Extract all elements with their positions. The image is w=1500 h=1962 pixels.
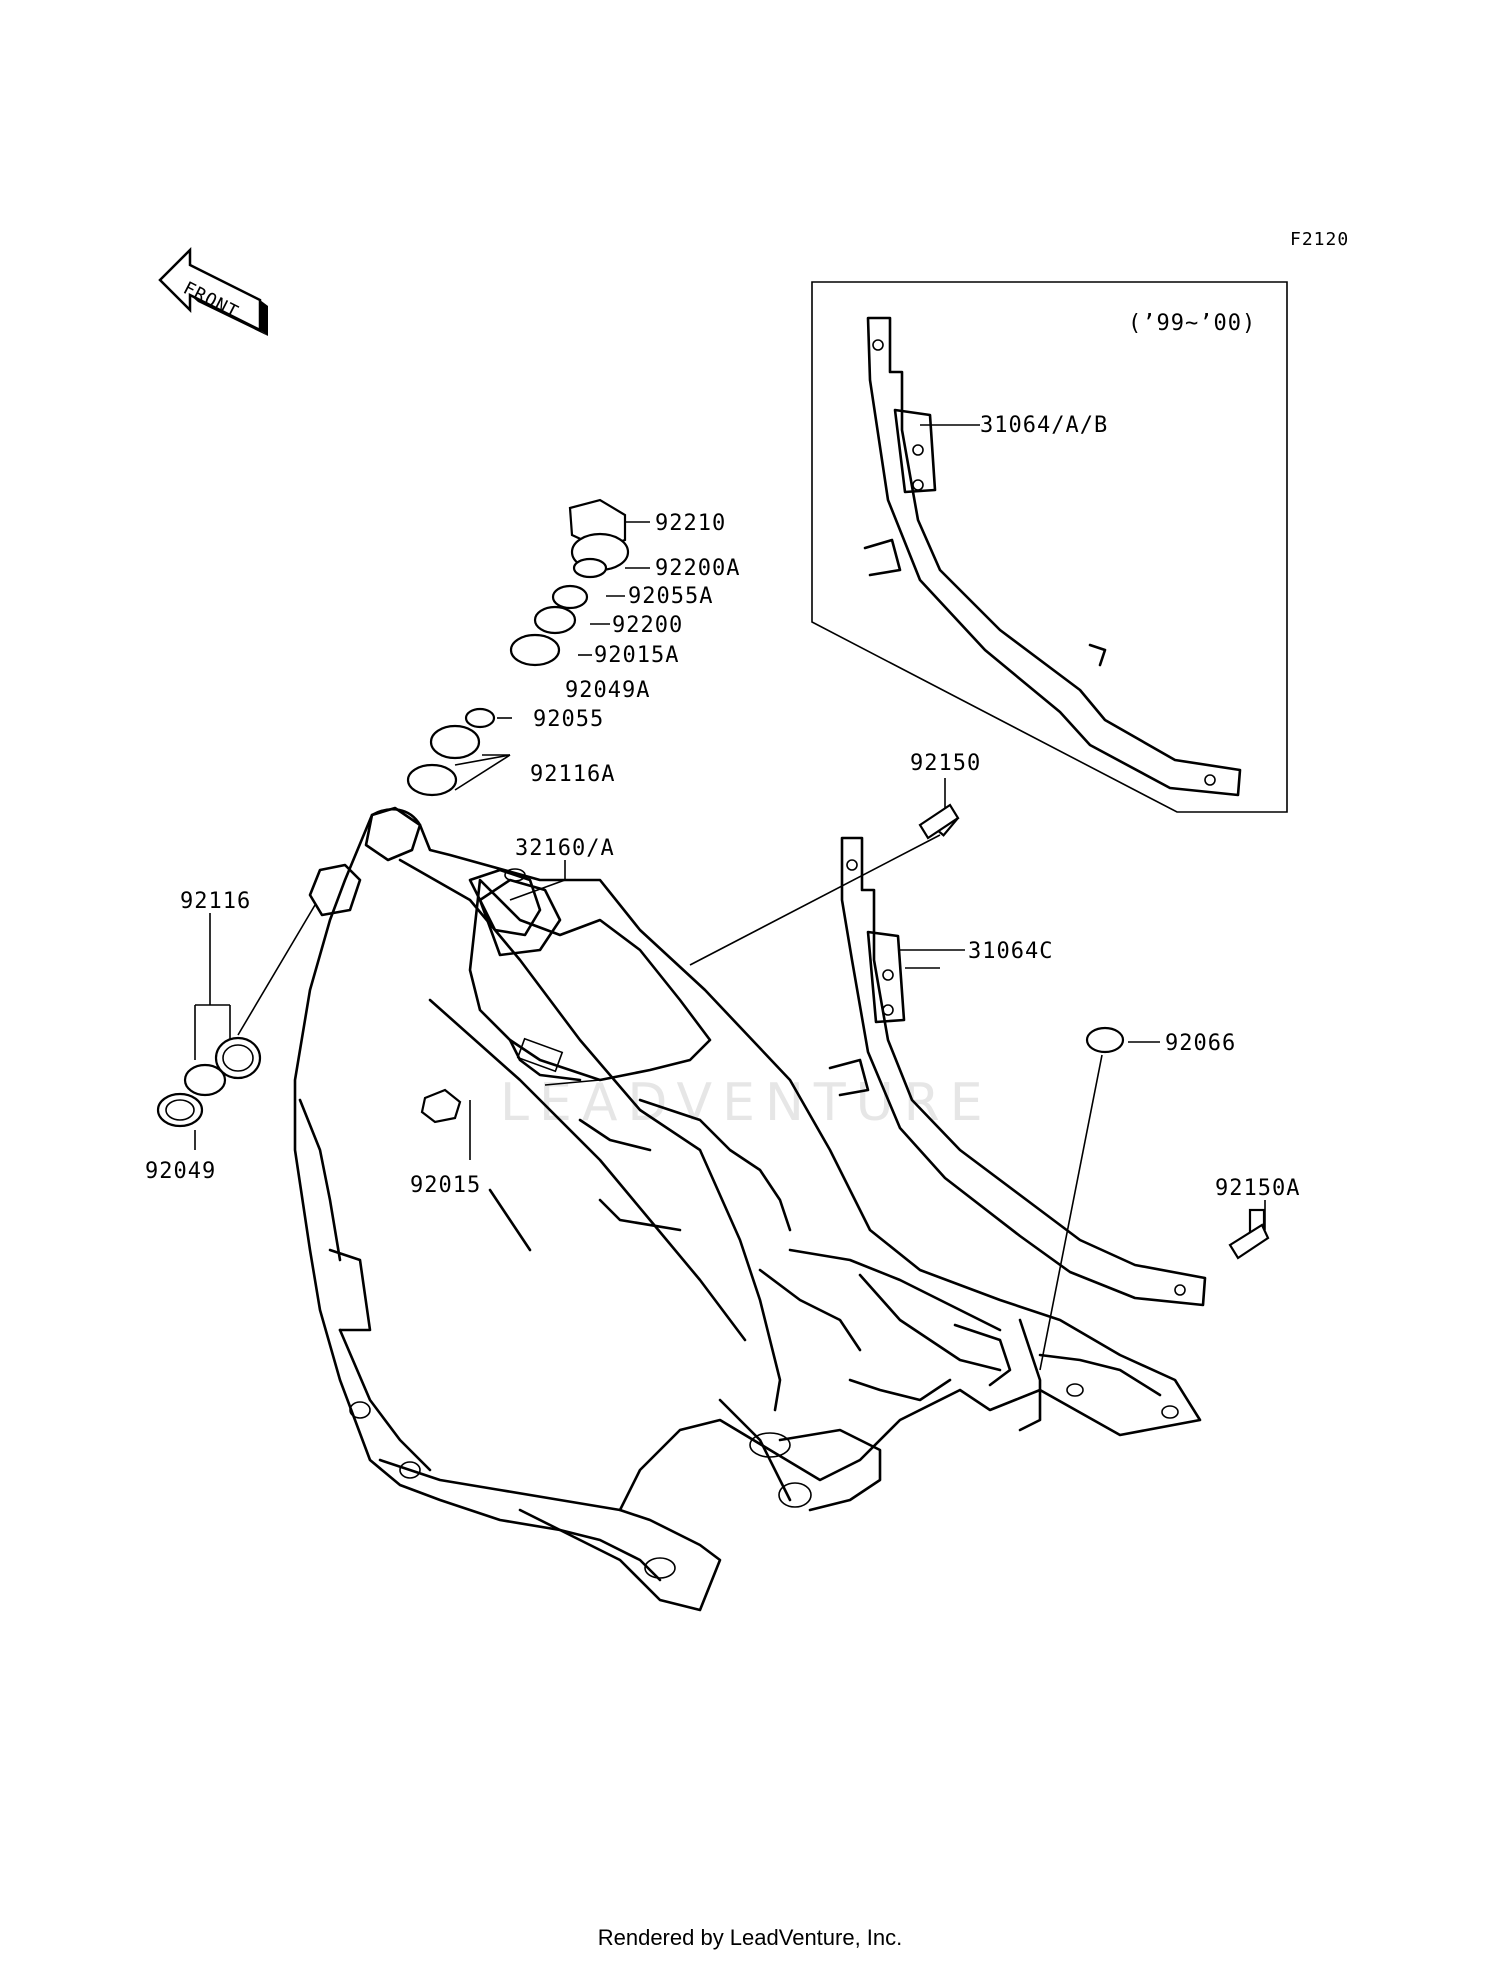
callout-92055: 92055 <box>533 707 604 732</box>
callout-92200: 92200 <box>612 613 683 638</box>
callout-31064c: 31064C <box>968 939 1053 964</box>
main-frame <box>293 806 1202 1612</box>
callout-31064-a-b: 31064/A/B <box>980 413 1108 438</box>
callout-92150a: 92150A <box>1215 1176 1300 1201</box>
callout-92210: 92210 <box>655 511 726 536</box>
callout-92150: 92150 <box>910 751 981 776</box>
callout-32160-a: 32160/A <box>515 836 615 861</box>
callout-92200a: 92200A <box>655 556 740 581</box>
callout-92049: 92049 <box>145 1159 216 1184</box>
callout-92116: 92116 <box>180 889 251 914</box>
callout-labels: 92210 92200A 92055A 92200 92015A 92049A … <box>145 511 1300 1201</box>
callout-92055a: 92055A <box>628 584 713 609</box>
leader-lines <box>194 521 1266 1371</box>
front-arrow-icon: FRONT <box>158 246 268 336</box>
diagram-code: F2120 <box>1290 229 1349 250</box>
steering-stem-parts <box>406 498 630 797</box>
callout-92066: 92066 <box>1165 1031 1236 1056</box>
callout-92049a: 92049A <box>565 678 650 703</box>
watermark: LEADVENTURE <box>500 1073 993 1133</box>
fasteners <box>420 803 1270 1260</box>
callout-92015a: 92015A <box>594 643 679 668</box>
footer-credit: Rendered by LeadVenture, Inc. <box>597 1925 903 1950</box>
sub-frame-31064c <box>828 836 1207 1307</box>
callout-92015: 92015 <box>410 1173 481 1198</box>
lower-bearing-parts <box>156 904 316 1128</box>
inset-years: (’99~’00) <box>1128 311 1256 336</box>
inset-box: (’99~’00) <box>811 281 1288 813</box>
callout-92116a: 92116A <box>530 762 615 787</box>
